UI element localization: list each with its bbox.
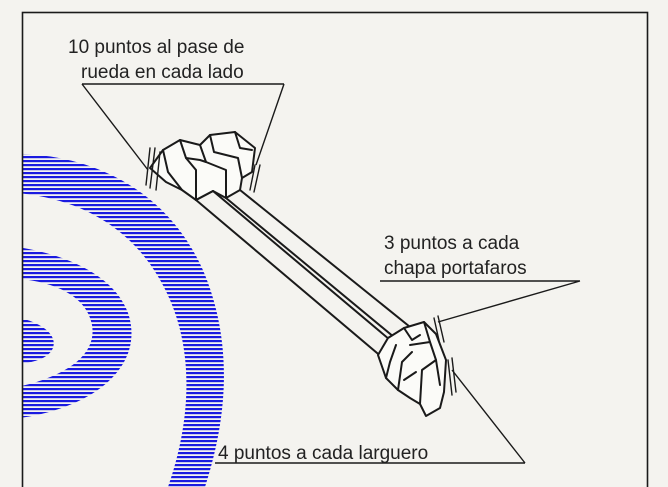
wheel-arch-label-line2: rueda en cada lado (81, 62, 244, 83)
leader-wheel-arch (81, 83, 285, 171)
leader-side-member (215, 369, 526, 464)
side-member-label: 4 puntos a cada larguero (218, 443, 429, 464)
leader-headlamp-panel (380, 280, 581, 323)
wheel-arch-label-line1: 10 puntos al pase de (68, 37, 245, 58)
diagram-frame (21, 11, 649, 487)
headlamp-panel-label-line1: 3 puntos a cada (384, 233, 520, 254)
cross-member-drawing (145, 131, 457, 417)
headlamp-panel-label-line2: chapa portafaros (384, 258, 527, 279)
leader-lines (81, 83, 581, 464)
watermark-logo (22, 154, 224, 487)
